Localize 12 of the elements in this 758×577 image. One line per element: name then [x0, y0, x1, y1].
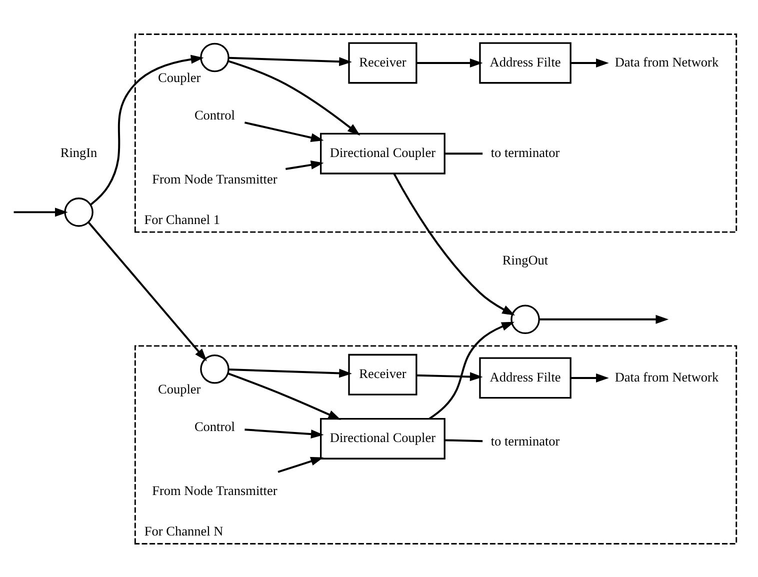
node-label: RingIn: [60, 144, 98, 160]
node-text: to terminator: [490, 144, 560, 160]
node-text: Control: [194, 106, 235, 122]
node-text: Data from Network: [614, 368, 719, 384]
node-text: From Node Transmitter: [152, 482, 278, 498]
node-text: Control: [194, 418, 235, 434]
node-label: Coupler: [158, 381, 201, 396]
node-text: Data from Network: [614, 54, 719, 69]
node-label: RingOut: [502, 252, 548, 267]
node-label: Coupler: [158, 69, 201, 84]
node-text: to terminator: [490, 432, 560, 448]
node-text: From Node Transmitter: [152, 171, 278, 186]
